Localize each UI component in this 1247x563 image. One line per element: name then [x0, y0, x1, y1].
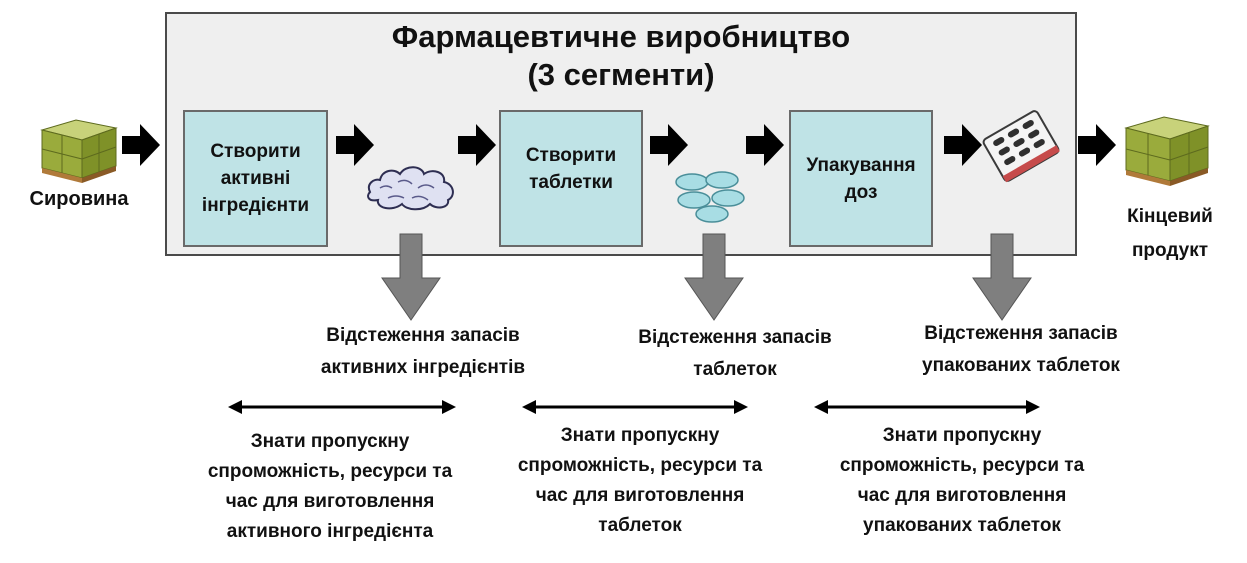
tracking-packaged-tablets-label: Відстеження запасів упакованих таблеток: [922, 323, 1120, 376]
diagram-title: Фармацевтичне виробництво (3 сегменти): [165, 18, 1077, 94]
flow-arrow-icon: [336, 124, 374, 166]
step-create-tablets: Створити таблетки: [499, 110, 643, 247]
flow-arrow-icon: [944, 124, 982, 166]
down-arrow-icon: [381, 233, 441, 321]
final-product-pallet-icon: [1124, 116, 1210, 186]
down-arrow-icon: [972, 233, 1032, 321]
tracking-tablets-label: Відстеження запасів таблеток: [638, 327, 832, 380]
active-ingredient-powder-icon: [367, 166, 454, 211]
segment-active-ingredient-text: Знати пропускну спроможність, ресурси та…: [207, 431, 453, 542]
flow-arrow-icon: [458, 124, 496, 166]
raw-material-label: Сировина: [29, 188, 129, 210]
flow-arrow-icon: [1078, 124, 1116, 166]
segment-tablets-text: Знати пропускну спроможність, ресурси та…: [517, 425, 763, 536]
step-label: Створити таблетки: [525, 145, 617, 193]
flow-arrow-icon: [122, 124, 160, 166]
down-arrow-icon: [684, 233, 744, 321]
step-dose-packaging: Упакування доз: [789, 110, 933, 247]
segment-span-arrow-icon: [522, 400, 748, 414]
step-create-active-ingredients: Створити активні інгредієнти: [183, 110, 328, 247]
blister-pack-icon: [982, 110, 1060, 183]
tracking-active-ingredients-label: Відстеження запасів активних інгредієнті…: [320, 325, 526, 378]
flow-arrow-icon: [650, 124, 688, 166]
title-line-1: Фармацевтичне виробництво: [391, 19, 851, 54]
flow-arrow-icon: [746, 124, 784, 166]
title-line-2: (3 сегменти): [527, 57, 715, 92]
tablets-icon: [675, 171, 745, 223]
segment-span-arrow-icon: [228, 400, 456, 414]
segment-span-arrow-icon: [814, 400, 1040, 414]
final-product-label: Кінцевий продукт: [1127, 206, 1213, 261]
step-label: Створити активні інгредієнти: [201, 141, 310, 216]
raw-material-pallet-icon: [40, 119, 118, 183]
step-label: Упакування доз: [806, 154, 916, 203]
segment-packaged-tablets-text: Знати пропускну спроможність, ресурси та…: [839, 425, 1085, 536]
